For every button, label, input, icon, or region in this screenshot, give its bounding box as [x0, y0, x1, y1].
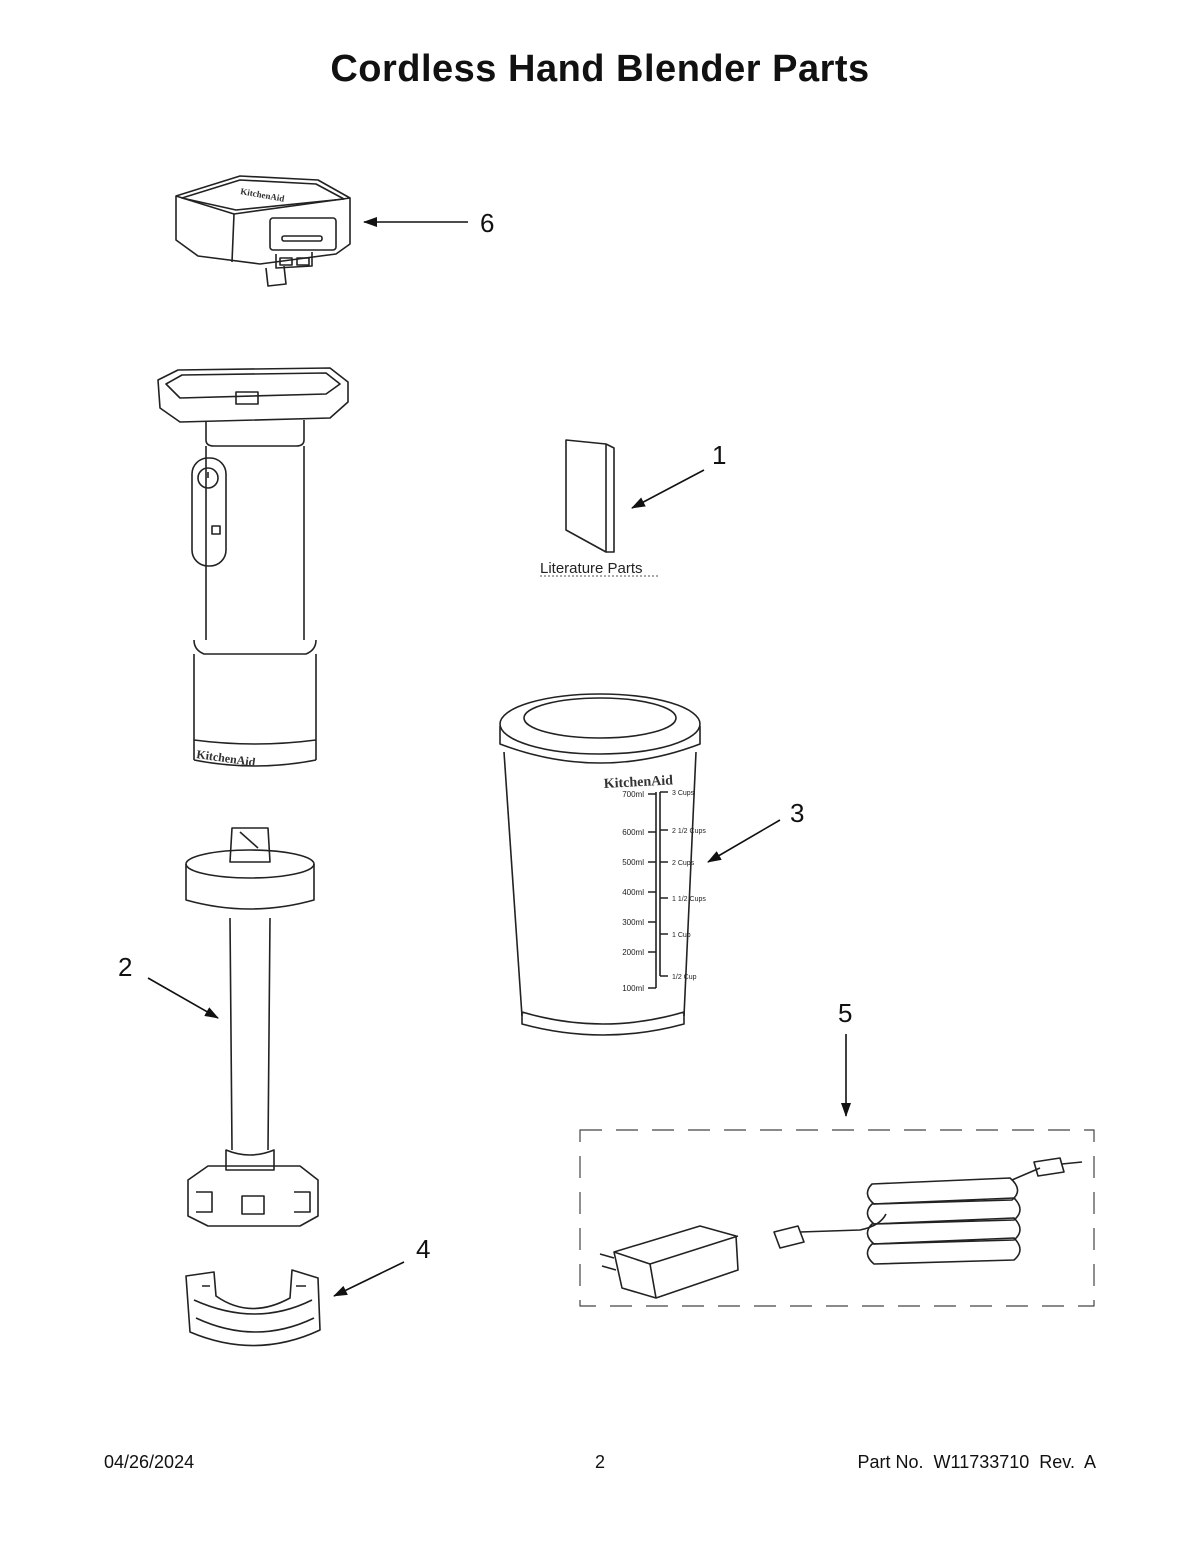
logo-cap: KitchenAid — [240, 186, 286, 204]
jar-mark-100ml: 100ml — [622, 984, 644, 993]
callout-5: 5 — [838, 998, 852, 1028]
part-6-battery-cap — [175, 175, 351, 287]
part-5-group-box — [579, 1129, 1095, 1307]
jar-mark-700ml: 700ml — [622, 790, 644, 799]
logo-jar: KitchenAid — [603, 773, 673, 792]
footer-page-number: 2 — [594, 1452, 605, 1472]
arrow-3 — [707, 819, 781, 863]
part-5-usb-cable — [773, 1157, 1083, 1265]
jar-mark-200ml: 200ml — [622, 948, 644, 957]
part-2-blending-arm — [185, 827, 319, 1227]
footer-date: 04/26/2024 — [104, 1452, 195, 1472]
part-1-literature-booklet — [565, 439, 615, 553]
callout-3: 3 — [790, 798, 804, 828]
arrow-2 — [147, 977, 219, 1019]
jar-mark-2-5cups: 2 1/2 Cups — [672, 828, 706, 835]
jar-mark-400ml: 400ml — [622, 888, 644, 897]
arrow-1 — [631, 469, 705, 509]
callout-6: 6 — [480, 208, 494, 238]
page-title: Cordless Hand Blender Parts — [330, 48, 870, 90]
jar-mark-2cups: 2 Cups — [672, 860, 695, 867]
literature-parts-label: Literature Parts — [540, 560, 643, 577]
jar-mark-300ml: 300ml — [622, 918, 644, 927]
part-5-charger-adapter — [599, 1225, 739, 1299]
jar-mark-500ml: 500ml — [622, 858, 644, 867]
jar-mark-3cups: 3 Cups — [672, 790, 695, 797]
callout-4: 4 — [416, 1234, 430, 1264]
jar-mark-1cup: 1 Cup — [672, 932, 691, 939]
jar-mark-1-5cups: 1 1/2 Cups — [672, 896, 706, 903]
callout-1: 1 — [712, 440, 726, 470]
footer-part-number: Part No. W11733710 Rev. A — [857, 1452, 1096, 1472]
jar-mark-half-cup: 1/2 Cup — [672, 974, 697, 981]
part-3-blending-jar — [499, 693, 701, 1036]
arrow-4 — [333, 1261, 405, 1297]
part-4-blade-guard — [185, 1269, 321, 1347]
jar-mark-600ml: 600ml — [622, 828, 644, 837]
callout-2: 2 — [118, 952, 132, 982]
motor-body — [157, 367, 349, 767]
logo-motor: KitchenAid — [196, 747, 257, 769]
